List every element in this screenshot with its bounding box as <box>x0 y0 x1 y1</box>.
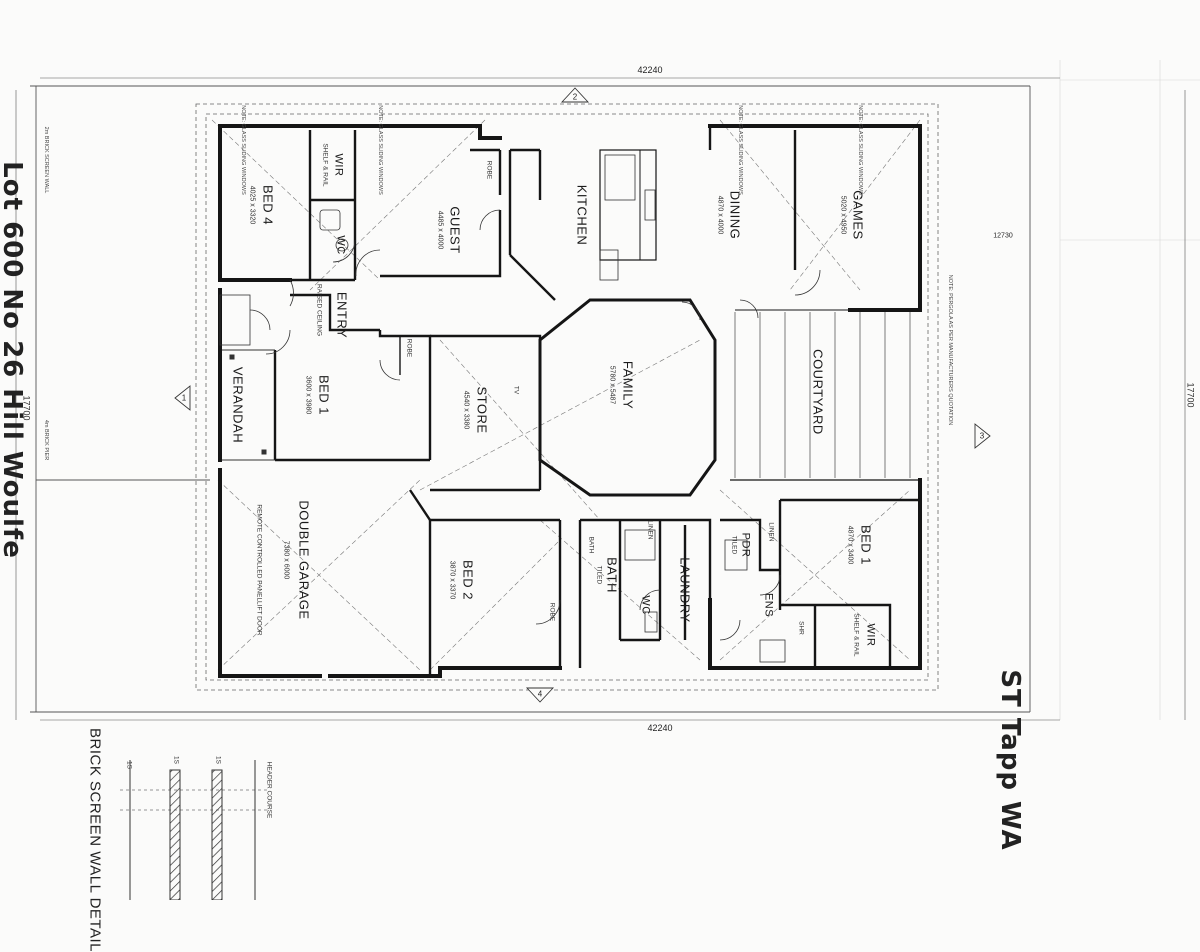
note-glass-doors-guest: NOTE: GLASS SLIDING WINDOWS <box>377 105 384 195</box>
note-robe-guest: ROBE <box>485 160 493 180</box>
dim-courtyard: 12730 <box>993 232 1013 240</box>
door-swings <box>249 209 821 641</box>
room-pdr: PDR <box>739 532 752 558</box>
elevation-tag-1: 1 <box>181 393 187 403</box>
dim-overall-bottom: 42240 <box>647 723 673 733</box>
room-verandah: VERANDAH <box>230 366 246 444</box>
room-entry: ENTRY <box>334 291 350 339</box>
note-robe-bed1: ROBE <box>405 338 413 358</box>
elevation-tag-2: 2 <box>572 92 578 102</box>
room-bed2-size: 3870 x 3370 <box>448 560 456 600</box>
room-guest: GUEST <box>447 206 463 254</box>
roof-hip-lines <box>211 119 921 671</box>
legend-label-header: HEADER COURSE <box>265 761 273 819</box>
room-wir-bottom: WIR <box>864 623 877 647</box>
room-store-size: 4540 x 3380 <box>462 390 470 430</box>
legend-title: BRICK SCREEN WALL DETAIL <box>86 728 104 952</box>
note-linen-bath: LINEN <box>646 520 654 540</box>
internal-walls <box>273 126 920 676</box>
note-glass-doors-dining: NOTE: GLASS SLIDING WINDOWS <box>737 105 744 195</box>
note-tv: TV <box>512 385 520 395</box>
room-wir-top-sub: SHELF & RAIL <box>321 143 329 187</box>
wall-detail-legend <box>120 760 270 901</box>
room-family: FAMILY <box>620 360 636 410</box>
floor-plan-drawing <box>15 60 1200 901</box>
courtyard-pergola <box>734 312 911 478</box>
room-bath: BATH <box>604 557 620 593</box>
room-courtyard: COURTYARD <box>810 349 826 435</box>
note-shower-ens: SHR <box>797 621 805 635</box>
dimension-lines <box>15 77 1186 721</box>
room-games-size: 5020 x 4950 <box>839 195 847 235</box>
room-bed2: BED 2 <box>460 559 476 601</box>
dim-overall-top: 42240 <box>637 65 663 75</box>
room-bed1-right-size: 4870 x 3400 <box>846 525 854 565</box>
room-wc-top: WC <box>334 235 347 255</box>
note-garage-door: REMOTE CONTROLLED PANELLIFT DOOR <box>255 504 263 636</box>
room-wc-bottom: WC <box>639 595 652 615</box>
fixtures <box>219 154 786 663</box>
elevation-markers <box>174 87 991 703</box>
room-bed4: BED 4 <box>260 184 276 226</box>
room-bath-sub: TILED <box>595 565 603 585</box>
room-kitchen: KITCHEN <box>574 184 590 246</box>
room-double-garage-size: 7380 x 6000 <box>282 540 290 580</box>
room-bed1-left: BED 1 <box>316 374 332 416</box>
room-ens: ENS <box>762 592 775 618</box>
room-entry-sub: RAISED CEILING <box>315 283 323 337</box>
floor-plan: 42240 42240 17700 17700 12730 1 2 3 4 BE… <box>0 60 1200 952</box>
verandah <box>222 349 275 461</box>
handwritten-suburb: ST Tapp WA <box>995 669 1025 851</box>
room-bed1-left-size: 3600 x 3980 <box>304 375 312 415</box>
legend-label-1: 1S <box>125 761 133 769</box>
room-bed4-size: 4025 x 3320 <box>248 185 256 225</box>
note-boundary-top: 2m BRICK SCREEN WALL <box>43 126 50 194</box>
room-laundry: LAUNDRY <box>677 557 693 623</box>
room-wir-bottom-sub: SHELF & RAIL <box>852 613 860 657</box>
room-family-size: 5780 x 5487 <box>608 365 616 405</box>
handwritten-lot-address: Lot 600 No 26 Hill Woulfe <box>0 161 27 559</box>
elevation-tag-4: 4 <box>537 689 543 699</box>
legend-label-3: 1S <box>214 756 222 764</box>
note-glass-doors-games: NOTE: GLASS SLIDING WINDOWS <box>857 105 864 195</box>
note-bath-tub: BATH <box>587 536 595 554</box>
room-guest-size: 4485 x 4000 <box>436 210 444 250</box>
note-linen-ens: LINEN <box>767 522 775 542</box>
note-glass-doors-bed4: NOTE: GLASS SLIDING WINDOWS <box>240 105 247 195</box>
legend-label-2: 1S <box>172 756 180 764</box>
dim-width-right: 17700 <box>1185 382 1196 408</box>
external-walls <box>218 124 922 678</box>
scan-artifacts <box>1059 60 1200 720</box>
elevation-tag-3: 3 <box>979 431 985 441</box>
room-wir-top: WIR <box>332 153 345 177</box>
note-boundary-bottom: 4m BRICK PIER <box>43 419 50 461</box>
eave-outline <box>195 103 939 691</box>
room-double-garage: DOUBLE GARAGE <box>296 500 312 620</box>
room-dining-size: 4870 x 4000 <box>716 195 724 235</box>
room-dining: DINING <box>727 190 743 240</box>
note-courtyard: NOTE: PERGOLA AS PER MANUFACTURERS QUOTA… <box>947 274 954 426</box>
room-bed1-right: BED 1 <box>858 524 874 566</box>
note-robe-bed2: ROBE <box>548 602 556 622</box>
lot-boundary <box>30 85 1031 713</box>
room-games: GAMES <box>850 190 866 240</box>
room-store: STORE <box>474 386 490 434</box>
room-pdr-sub: TILED <box>730 535 738 555</box>
